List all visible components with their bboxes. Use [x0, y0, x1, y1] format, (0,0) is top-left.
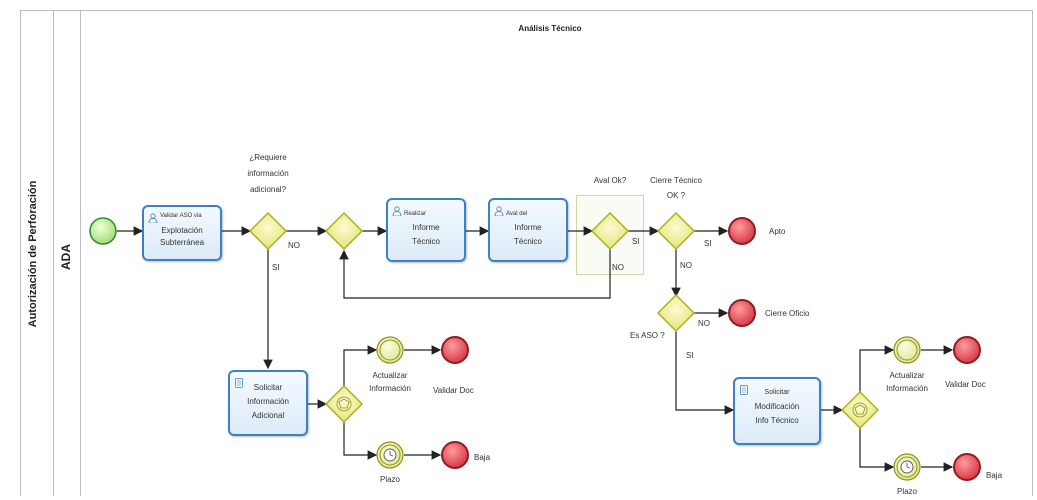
task-solicitar-info[interactable]: Solicitar Información Adicional	[228, 370, 308, 436]
end-event-label: Baja	[474, 453, 491, 462]
task-label-line1: Realizar	[404, 211, 427, 217]
pool-frame	[20, 10, 1033, 496]
gateway-question-line2: información	[247, 169, 289, 178]
user-task-icon	[494, 206, 504, 216]
end-event-validar-2	[953, 336, 981, 364]
event-gateway-ring-1	[336, 396, 352, 412]
task-solicitar-modificacion[interactable]: Solicitar Modificación Info Técnico	[733, 377, 821, 445]
flow-g5-t5	[675, 331, 735, 415]
event-gateway-ring-2	[852, 402, 868, 418]
intermediate-event-label-line1: Actualizar	[372, 371, 408, 380]
task-label-line1: Solicitar	[764, 389, 790, 396]
gateway-aval-ok	[590, 211, 630, 251]
task-label-line3: Subterránea	[159, 238, 205, 247]
intermediate-event-label-line2: Información	[886, 384, 928, 393]
task-label-line2: Explotación	[161, 226, 203, 235]
lane-label-column	[53, 10, 81, 496]
intermediate-event-label-line2: Información	[369, 384, 411, 393]
flow-g6-plazo1	[343, 422, 378, 460]
end-event-baja-2	[953, 453, 981, 481]
gateway-event-based-1	[324, 384, 364, 424]
gateway-requiere-info	[248, 211, 288, 251]
task-label-line1: Aval del	[506, 211, 528, 217]
task-label-line3: Técnico	[513, 237, 542, 246]
end-event-label: Apto	[769, 227, 786, 236]
script-task-icon	[235, 378, 243, 388]
end-event-label: Baja	[986, 471, 1003, 480]
event-gateway-pentagon-1	[338, 398, 350, 409]
task-realizar-informe[interactable]: Realizar Informe Técnico	[386, 198, 466, 262]
task-label-line2: Información	[247, 397, 289, 406]
gateway-branch-yes: SI	[632, 237, 640, 246]
end-event-label: Validar Doc	[945, 380, 986, 389]
end-event-apto	[728, 217, 756, 245]
gateway-question-line3: adicional?	[249, 185, 287, 194]
user-task-icon	[392, 206, 402, 216]
intermediate-actualizar-2	[893, 336, 921, 364]
timer-inner-ring-2	[896, 456, 918, 478]
gateway-question: Aval Ok?	[593, 176, 627, 185]
flow-g7-act2	[859, 345, 895, 392]
gateway-question-line1: Cierre Técnico	[650, 176, 702, 185]
gateway-question-line2: OK ?	[666, 191, 686, 200]
intermediate-inner-ring-2	[896, 339, 918, 361]
end-event-validar-1	[441, 336, 469, 364]
flow-g6-act1	[343, 345, 378, 386]
end-event-baja-1	[441, 441, 469, 469]
start-event	[89, 217, 117, 245]
task-label-line2: Modificación	[754, 402, 800, 411]
pool-label-column	[20, 10, 54, 496]
gateway-branch-no: NO	[288, 241, 300, 250]
task-label-line3: Adicional	[251, 411, 285, 420]
intermediate-inner-ring-1	[379, 339, 401, 361]
gateway-event-based-2	[840, 390, 880, 430]
script-task-icon	[740, 385, 748, 395]
task-label-line3: Técnico	[411, 237, 440, 246]
gateway-es-aso	[656, 293, 696, 333]
task-validar-aso[interactable]: Validar ASO via Explotación Subterránea	[142, 205, 222, 261]
task-label-line1: Solicitar	[253, 383, 283, 392]
task-aval-informe[interactable]: Aval del Informe Técnico	[488, 198, 568, 262]
gateway-branch-no: NO	[612, 263, 624, 272]
gateway-question: Es ASO ?	[630, 331, 665, 340]
end-event-label: Cierre Oficio	[765, 309, 810, 318]
gateway-branch-yes: SI	[704, 239, 712, 248]
intermediate-actualizar-1	[376, 336, 404, 364]
event-gateway-pentagon-2	[854, 404, 866, 415]
timer-event-label: Plazo	[896, 487, 917, 496]
end-event-cierre	[728, 299, 756, 327]
task-label-line2: Informe	[412, 223, 440, 232]
task-label-line2: Informe	[514, 223, 542, 232]
flow-g3-loop	[339, 249, 611, 299]
timer-inner-ring-1	[379, 444, 401, 466]
end-event-label: Validar Doc	[433, 386, 474, 395]
user-task-icon	[148, 213, 158, 223]
task-label-line1: Validar ASO via	[160, 213, 202, 219]
timer-event-label: Plazo	[379, 475, 400, 484]
gateway-question-line1: ¿Requiere	[249, 153, 287, 162]
diagram-header: Análisis Técnico	[518, 24, 582, 33]
intermediate-event-label-line1: Actualizar	[889, 371, 925, 380]
gateway-branch-no: NO	[680, 261, 692, 270]
gateway-branch-yes: SI	[272, 263, 280, 272]
gateway-branch-no: NO	[698, 319, 710, 328]
gateway-branch-yes: SI	[686, 351, 694, 360]
task-label-line3: Info Técnico	[755, 416, 799, 425]
gateway-cierre-tecnico	[656, 211, 696, 251]
gateway-merge	[324, 211, 364, 251]
flow-g7-plazo2	[859, 428, 895, 472]
